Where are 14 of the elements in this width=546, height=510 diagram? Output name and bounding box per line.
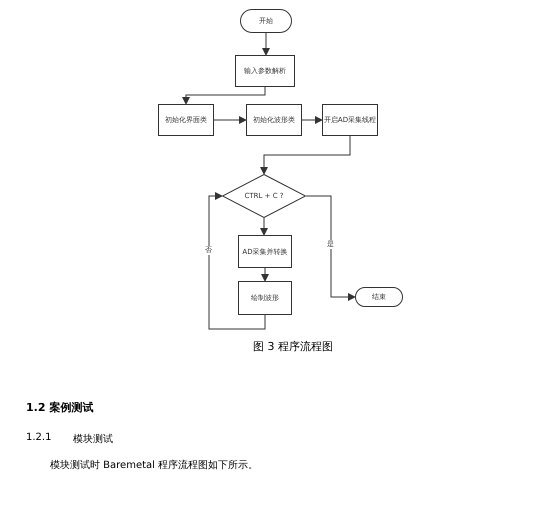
- subsection-heading: 模块测试: [73, 432, 113, 446]
- arrow: [302, 116, 323, 124]
- arrow: [214, 116, 247, 124]
- arrow: [261, 268, 269, 282]
- arrow: [262, 32, 270, 56]
- subsection-number: 1.2.1: [26, 432, 52, 443]
- arrow: [260, 218, 268, 236]
- body-text: 模块测试时 Baremetal 程序流程图如下所示。: [50, 458, 258, 472]
- arrow: [182, 86, 266, 105]
- arrow: [306, 196, 356, 301]
- figure-caption: 图 3 程序流程图: [252, 340, 333, 353]
- section-heading: 1.2 案例测试: [26, 400, 94, 415]
- arrow: [260, 136, 350, 175]
- arrow: [208, 192, 266, 330]
